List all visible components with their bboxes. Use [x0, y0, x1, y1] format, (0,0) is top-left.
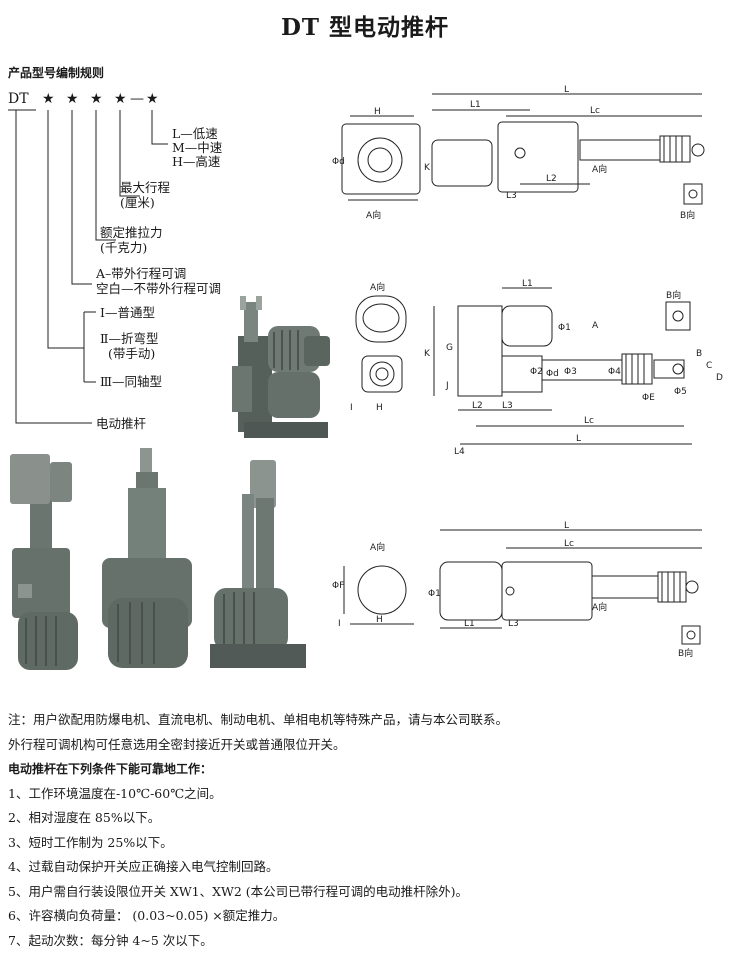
dim-label: Φ4 [608, 367, 621, 377]
dim-label: L1 [464, 619, 475, 629]
condition-item: 7、起动次数：每分钟 4~5 次以下。 [8, 929, 723, 953]
dim-label: L3 [508, 619, 519, 629]
dim-label: I [338, 619, 341, 629]
dim-label: B向 [680, 209, 695, 221]
dim-label: A向 [592, 601, 607, 613]
dim-label: B向 [666, 289, 681, 301]
dim-label: L [564, 521, 569, 531]
type-folded: Ⅱ—折弯型 [100, 331, 159, 346]
dim-label: Φ1 [558, 323, 571, 333]
dim-label: I [350, 403, 353, 413]
dim-label: A向 [592, 163, 607, 175]
condition-item: 5、用户需自行装设限位开关 XW1、XW2 (本公司已带行程可调的电动推杆除外)… [8, 880, 723, 905]
dim-label: L4 [454, 447, 465, 456]
dim-label: H [374, 107, 381, 117]
type-normal: Ⅰ—普通型 [100, 305, 155, 320]
dim-label: D [716, 373, 723, 383]
dim-label: Lc [590, 106, 600, 116]
dim-label: L [576, 434, 581, 444]
dim-label: L2 [546, 174, 557, 184]
condition-item: 4、过载自动保护开关应正确接入电气控制回路。 [8, 855, 723, 880]
dim-label: L1 [470, 100, 481, 110]
dim-label: L [564, 85, 569, 95]
dim-label: A向 [370, 541, 385, 553]
dim-label: K [424, 163, 431, 173]
dim-label: Φd [546, 369, 559, 379]
speed-mid: M—中速 [172, 140, 222, 155]
drawing-middle: A向 B向 L1 A Φ1 Φd ΦE L2 L3 Lc L L4 K G J … [336, 276, 730, 456]
dim-label: B [696, 349, 702, 359]
dim-label: L1 [522, 279, 533, 289]
dim-label: H [376, 403, 383, 413]
dim-label: A [592, 321, 599, 331]
condition-item: 3、短时工作制为 25%以下。 [8, 831, 723, 856]
dim-label: Φ2 [530, 367, 543, 377]
dim-label: Φ1 [428, 589, 441, 599]
stroke-label: 最大行程 [120, 180, 170, 195]
drawing-top: L L1 Lc L2 H Φd K A向 A向 B向 L3 [330, 80, 730, 230]
dim-label: Φ3 [564, 367, 577, 377]
dim-label: Φ5 [674, 387, 687, 397]
dim-label: ΦE [642, 393, 655, 403]
product-label: 电动推杆 [96, 416, 146, 431]
speed-high: H—高速 [172, 154, 220, 169]
type-folded-manual: (带手动) [108, 346, 155, 361]
notes-section: 注：用户欲配用防爆电机、直流电机、制动电机、单相电机等特殊产品，请与本公司联系。… [8, 708, 723, 953]
dim-label: K [424, 349, 431, 359]
stroke-unit: (厘米) [120, 195, 155, 210]
adjust-option-blank: 空白—不带外行程可调 [96, 281, 221, 296]
dim-label: L3 [502, 401, 513, 411]
condition-item: 1、工作环境温度在-10℃-60℃之间。 [8, 782, 723, 807]
type-coaxial: Ⅲ—同轴型 [100, 374, 162, 389]
dim-label: L2 [472, 401, 483, 411]
dim-label: C [706, 361, 712, 371]
dim-label: B向 [678, 647, 693, 659]
dim-label: A向 [366, 209, 381, 221]
drawing-bottom: L Lc L1 L3 H ΦF Φ1 I A向 A向 B向 [330, 514, 730, 664]
dim-label: A向 [370, 281, 385, 293]
condition-item: 2、相对湿度在 85%以下。 [8, 806, 723, 831]
condition-item: 6、许容横向负荷量： (0.03~0.05) ×额定推力。 [8, 904, 723, 929]
thrust-label: 额定推拉力 [100, 225, 163, 240]
dim-label: G [446, 343, 453, 353]
thrust-unit: (千克力) [100, 240, 147, 255]
note-line: 注：用户欲配用防爆电机、直流电机、制动电机、单相电机等特殊产品，请与本公司联系。 [8, 708, 723, 733]
dim-label: Lc [564, 539, 574, 549]
actuator-photo-folded [228, 296, 340, 442]
note-line: 外行程可调机构可任意选用全密封接近开关或普通限位开关。 [8, 733, 723, 758]
dim-label: ΦF [332, 581, 344, 591]
dim-label: Lc [584, 416, 594, 426]
adjust-option-a: A–带外行程可调 [96, 266, 186, 281]
actuator-photo-2 [98, 448, 198, 678]
conditions-heading: 电动推杆在下列条件下能可靠地工作： [8, 757, 723, 782]
dim-label: H [376, 615, 383, 625]
dim-label: L3 [506, 191, 517, 201]
speed-low: L—低速 [172, 126, 218, 141]
actuator-photo-1 [4, 448, 94, 678]
actuator-photo-3 [204, 458, 314, 672]
dim-label: J [445, 381, 449, 391]
dim-label: Φd [332, 157, 345, 167]
